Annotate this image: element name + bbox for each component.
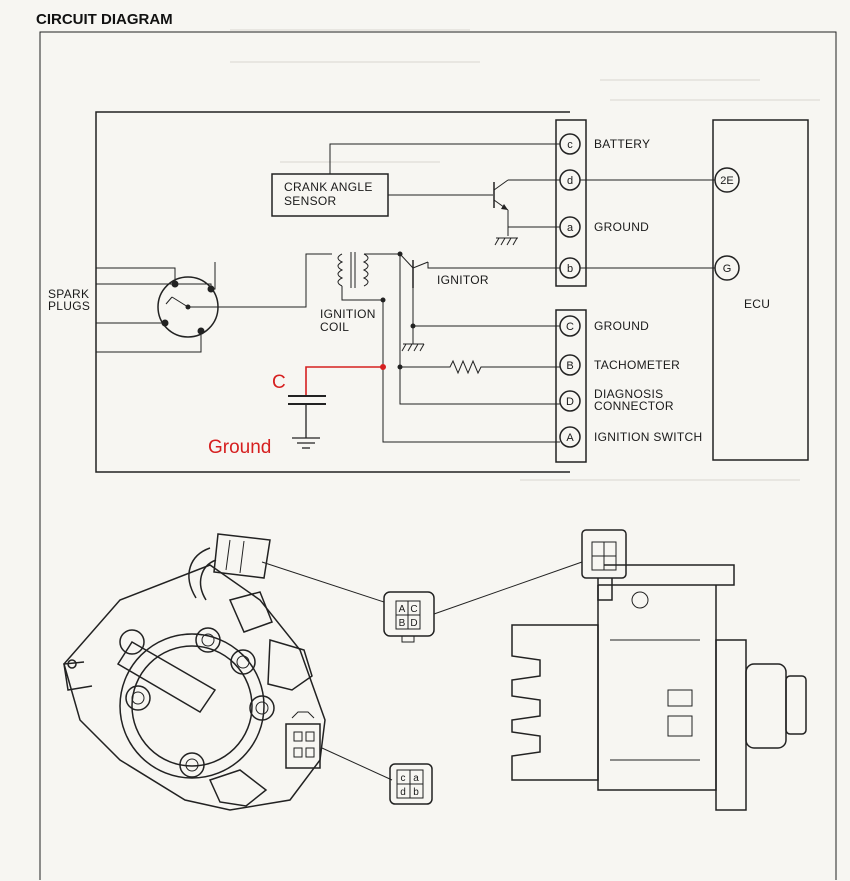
face-lower-pin-4: b (413, 787, 419, 798)
pin-C: C (566, 321, 574, 333)
spark-plug-wires (96, 262, 216, 353)
ignition-switch-label: IGNITION SWITCH (594, 430, 703, 444)
pin-A: A (566, 432, 574, 444)
ignition-coil-label-1: IGNITION (320, 307, 376, 321)
pin-b: b (567, 263, 573, 275)
ignitor-transistor (397, 251, 560, 405)
pin-B: B (566, 360, 573, 372)
tachometer-label: TACHOMETER (594, 358, 680, 372)
spark-label-2: PLUGS (48, 299, 90, 313)
ecu-pin-g: G (723, 263, 732, 275)
distributor-side-view (511, 529, 807, 811)
lower-connector-block (555, 309, 587, 463)
capacitor-annotation (288, 364, 386, 449)
face-lower-pin-2: a (413, 773, 419, 784)
crank-angle-label-1: CRANK ANGLE (284, 180, 373, 194)
pin-D: D (566, 396, 574, 408)
ignition-coil-symbol (337, 252, 400, 303)
bleed-through (230, 29, 820, 481)
face-upper-pin-3: B (399, 618, 406, 629)
sensor-transistor (493, 179, 560, 236)
schematic: c d a b BATTERY GROUND C B D A GROUND TA… (48, 111, 809, 473)
schematic-border (95, 111, 570, 473)
upper-connector-block (555, 119, 587, 287)
spark-label-1: SPARK (48, 287, 89, 301)
face-upper-pin-4: D (410, 618, 417, 629)
connector-label: CONNECTOR (594, 399, 674, 413)
leader-line-2 (321, 747, 393, 781)
connector-face-upper: A C B D (383, 591, 435, 643)
page-title: CIRCUIT DIAGRAM (36, 11, 173, 28)
tachometer-resistor (397, 359, 560, 375)
pin-a: a (567, 222, 574, 234)
pin-D-circle (559, 390, 581, 412)
diagnosis-label: DIAGNOSIS (594, 387, 663, 401)
ecu-pin-2e: 2E (720, 175, 733, 187)
pin-d: d (567, 175, 573, 187)
battery-label: BATTERY (594, 137, 650, 151)
upper-connector-pins: c d a b (559, 133, 581, 279)
lower-connector-pins: C B D A (559, 315, 581, 448)
pin-A-circle (559, 426, 581, 448)
ecu-box (712, 119, 809, 461)
leader-line-3 (433, 561, 583, 615)
ground-label-lower: GROUND (594, 319, 649, 333)
face-lower-pin-1: c (401, 773, 406, 784)
wire-coil-secondary (188, 253, 332, 308)
ground-annotation-label: Ground (208, 437, 271, 458)
ignitor-label: IGNITOR (437, 273, 489, 287)
wire-battery (329, 143, 560, 174)
ecu-label: ECU (744, 297, 770, 311)
outer-frame (39, 31, 837, 880)
connector-face-lower: c a d b (389, 763, 433, 805)
face-lower-pin-3: d (400, 787, 406, 798)
wire-ignition-switch (382, 300, 560, 443)
face-upper-pin-2: C (410, 604, 417, 615)
pin-B-circle (559, 354, 581, 376)
distributor-top-view (63, 533, 326, 811)
crank-angle-label-2: SENSOR (284, 194, 337, 208)
face-upper-pin-1: A (399, 604, 406, 615)
leader-line-1 (261, 561, 385, 603)
ignition-coil-label-2: COIL (320, 320, 349, 334)
pin-c: c (567, 139, 573, 151)
capacitor-label: C (272, 372, 286, 393)
ground-label-upper: GROUND (594, 220, 649, 234)
chassis-ground-upper (494, 237, 518, 246)
